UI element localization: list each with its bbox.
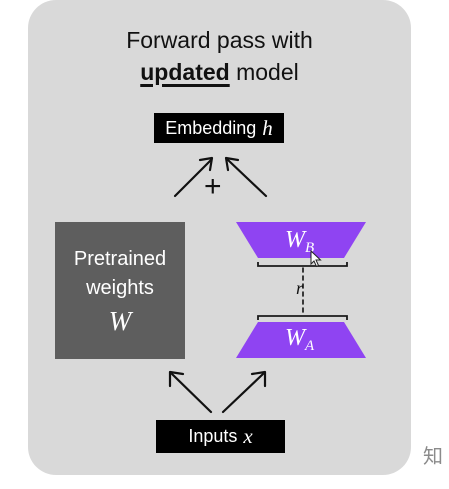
zhihu-watermark: 知 [423, 444, 443, 468]
inputs-box: Inputs x [156, 420, 285, 453]
wa-base: W [285, 325, 305, 351]
pretrained-line-2: weights [86, 276, 154, 299]
rank-label: r [296, 278, 304, 298]
sum-plus-sign: + [204, 170, 222, 203]
arrow-right-to-embedding [226, 158, 268, 198]
inputs-variable: x [243, 424, 253, 448]
embedding-label: Embedding [165, 117, 257, 138]
pretrained-line-1: Pretrained [73, 247, 167, 270]
diagram-title: Forward pass with updated model [28, 24, 411, 88]
wa-bracket [257, 315, 348, 320]
arrowhead-left-to-embedding [198, 156, 214, 172]
wb-trapezoid [236, 222, 366, 258]
arrow-inputs-to-lora [221, 372, 265, 414]
title-line-2-rest: model [229, 59, 299, 85]
arrow-left-to-embedding [173, 158, 213, 198]
pretrained-variable: W [108, 305, 132, 336]
wb-subscript: B [305, 240, 315, 256]
title-emphasis: updated [140, 59, 230, 85]
arrowhead-inputs-to-pretrained [168, 370, 185, 388]
wa-subscript: A [305, 338, 315, 354]
wa-label: WA [285, 324, 314, 360]
title-line-1: Forward pass with [126, 27, 313, 53]
arrowhead-inputs-to-lora [250, 370, 267, 388]
title-line-2: updated model [28, 56, 411, 88]
embedding-output-box: Embedding h [154, 113, 284, 143]
inputs-label: Inputs [188, 426, 238, 446]
arrow-inputs-to-pretrained [170, 372, 213, 414]
embedding-variable: h [262, 115, 273, 140]
wb-label: WB [285, 226, 314, 262]
pretrained-weights-box: Pretrained weights W [55, 222, 185, 359]
arrowhead-right-to-embedding [224, 156, 240, 172]
mouse-cursor-icon [310, 250, 322, 268]
wb-bracket [257, 262, 348, 267]
wb-base: W [285, 227, 305, 253]
wa-trapezoid [236, 322, 366, 358]
